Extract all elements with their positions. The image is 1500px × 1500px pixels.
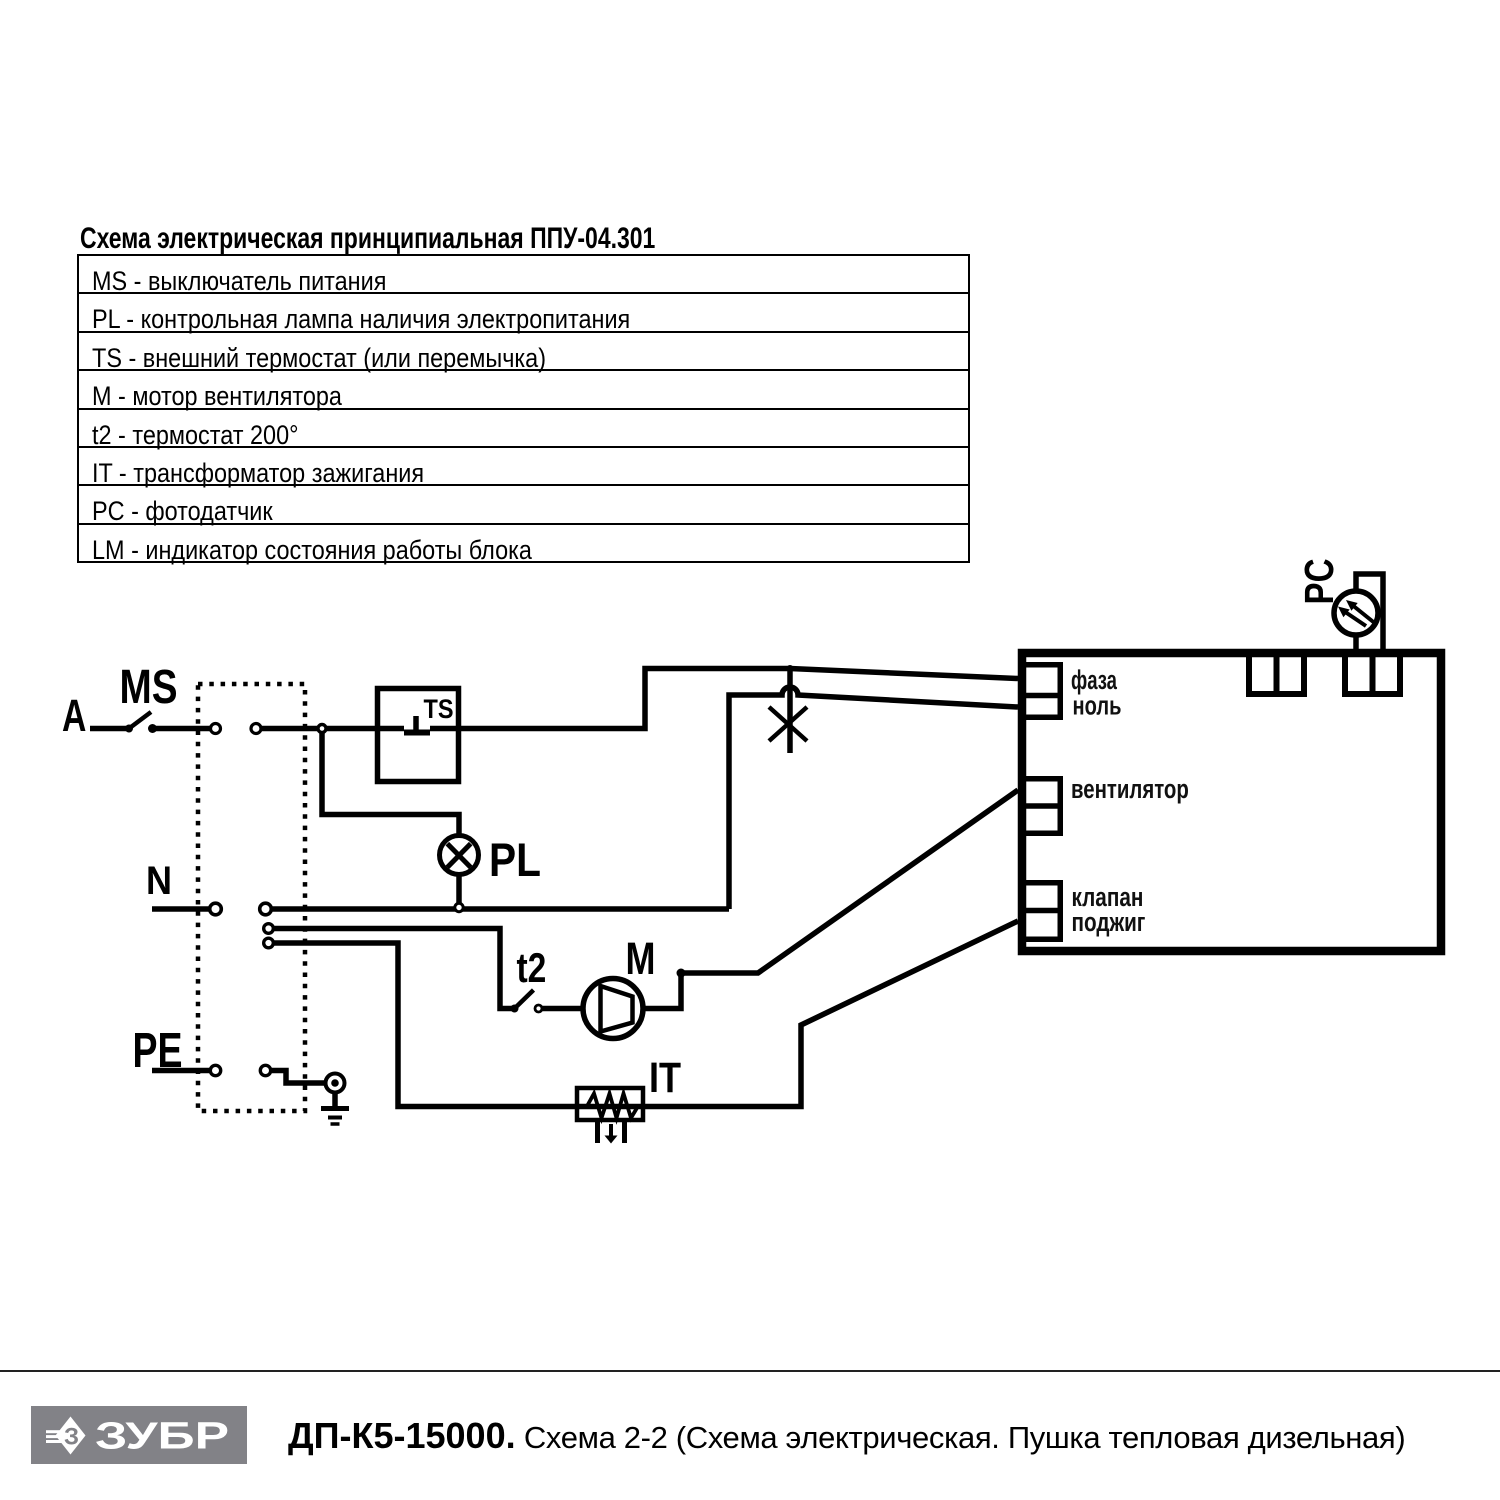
svg-text:TS: TS [424,695,454,725]
svg-text:IT: IT [649,1054,681,1102]
svg-text:PC: PC [1296,559,1342,605]
svg-text:MS: MS [120,661,178,714]
svg-text:A: A [62,691,86,741]
svg-text:З: З [64,1424,79,1451]
svg-text:фаза: фаза [1071,665,1118,695]
svg-text:t2: t2 [517,946,547,992]
svg-text:ноль: ноль [1073,691,1122,722]
svg-text:PE: PE [133,1024,183,1078]
svg-text:N: N [146,859,172,903]
svg-text:вентилятор: вентилятор [1071,774,1189,804]
svg-text:M: M [626,933,656,984]
svg-text:PL: PL [489,834,541,886]
svg-text:ЗУБР: ЗУБР [95,1414,229,1457]
svg-text:поджиг: поджиг [1072,907,1146,937]
svg-text:клапан: клапан [1072,882,1144,912]
